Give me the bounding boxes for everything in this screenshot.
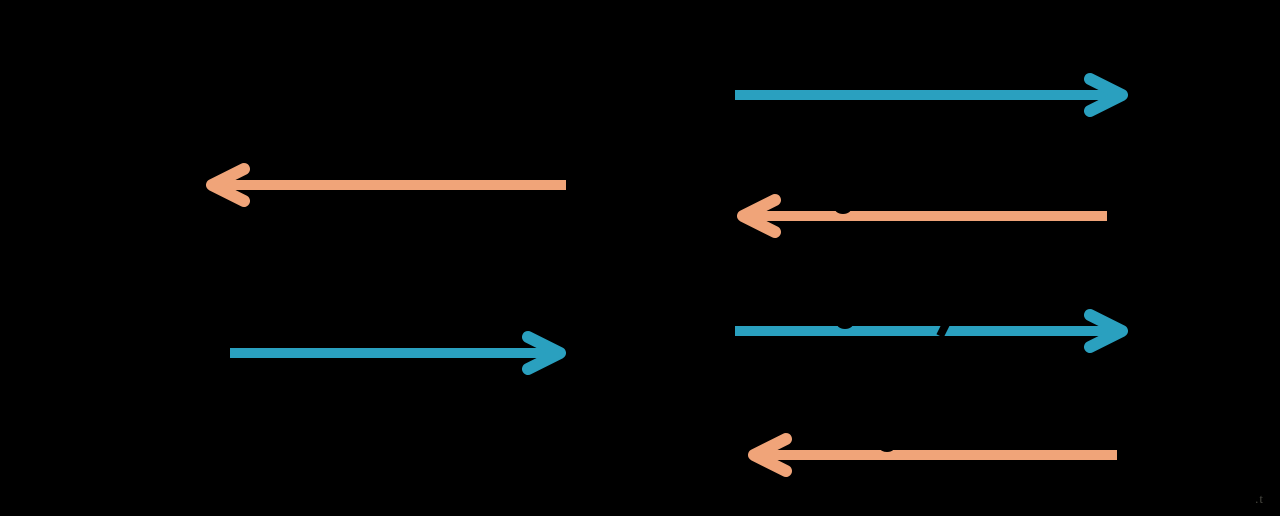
- arrow-right-1-teal: [735, 73, 1128, 117]
- watermark-text: .t: [1255, 491, 1264, 506]
- arrow-left-top-orange: [206, 163, 566, 207]
- arrow-right-2-orange: [737, 194, 1107, 238]
- arrow-head: [1084, 73, 1128, 117]
- arrow-head: [206, 163, 250, 207]
- text-fragment-fragment-on-right-2: [835, 204, 851, 214]
- arrow-right-3-teal: [735, 309, 1128, 353]
- arrow-head: [748, 433, 792, 477]
- arrow-head: [737, 194, 781, 238]
- arrow-head: [522, 331, 566, 375]
- arrow-head: [1084, 309, 1128, 353]
- arrow-right-4-orange: [748, 433, 1117, 477]
- text-fragment-fragment-on-right-4: [880, 444, 894, 452]
- text-fragment-fragment-on-right-3: [837, 319, 853, 329]
- arrow-left-bottom-teal: [230, 331, 566, 375]
- text-fragment-slash-on-right-3: [936, 310, 956, 338]
